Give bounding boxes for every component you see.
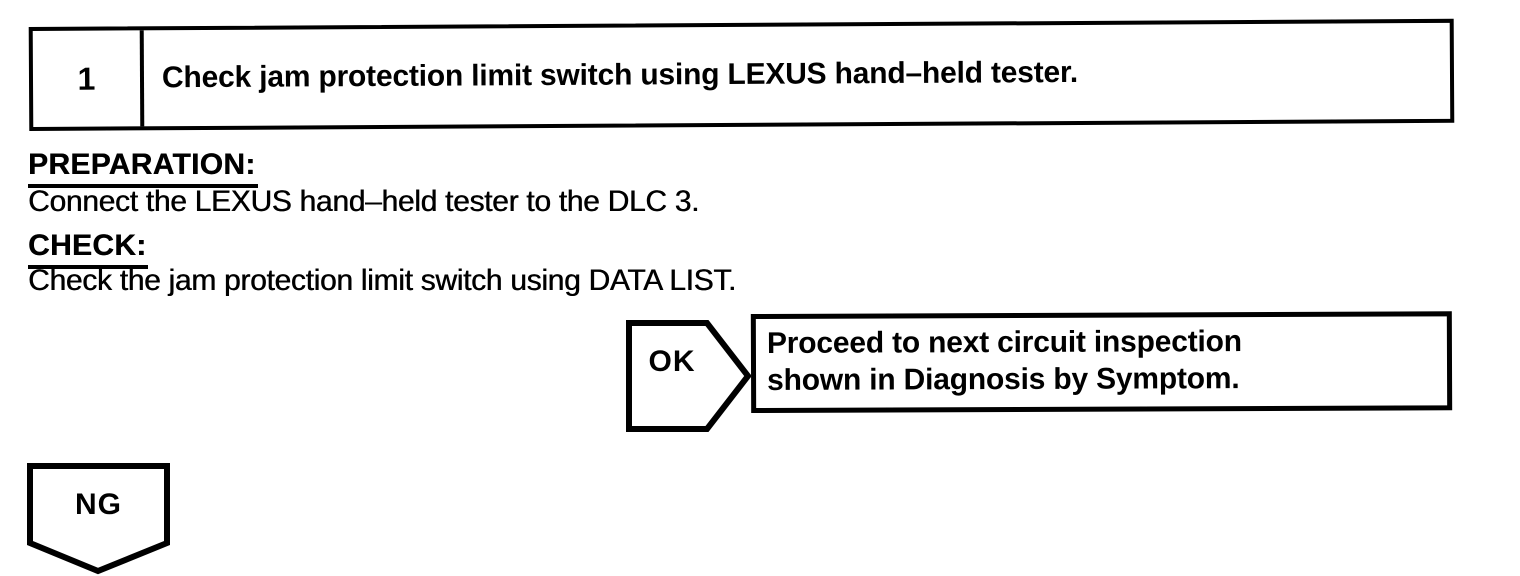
ok-result-line-2: shown in Diagnosis by Symptom. (767, 362, 1240, 397)
ok-label: OK (648, 345, 696, 378)
preparation-body: Connect the LEXUS hand–held tester to th… (28, 185, 700, 218)
step-number: 1 (32, 30, 145, 127)
ok-result-box: Proceed to next circuit inspection shown… (750, 311, 1453, 413)
ng-connector: NG (27, 463, 171, 575)
check-body: Check the jam protection limit switch us… (28, 264, 736, 297)
ok-connector: OK (626, 320, 752, 432)
step-title: Check jam protection limit switch using … (161, 55, 1078, 95)
step-header-box: 1 Check jam protection limit switch usin… (28, 18, 1455, 131)
ok-result-line-1: Proceed to next circuit inspection (766, 325, 1242, 360)
check-heading: CHECK: (28, 229, 149, 269)
preparation-heading: PREPARATION: (28, 148, 258, 188)
ng-arrow-down-icon (27, 463, 170, 575)
ok-arrow-right-icon (626, 320, 752, 432)
ng-label: NG (75, 487, 122, 521)
